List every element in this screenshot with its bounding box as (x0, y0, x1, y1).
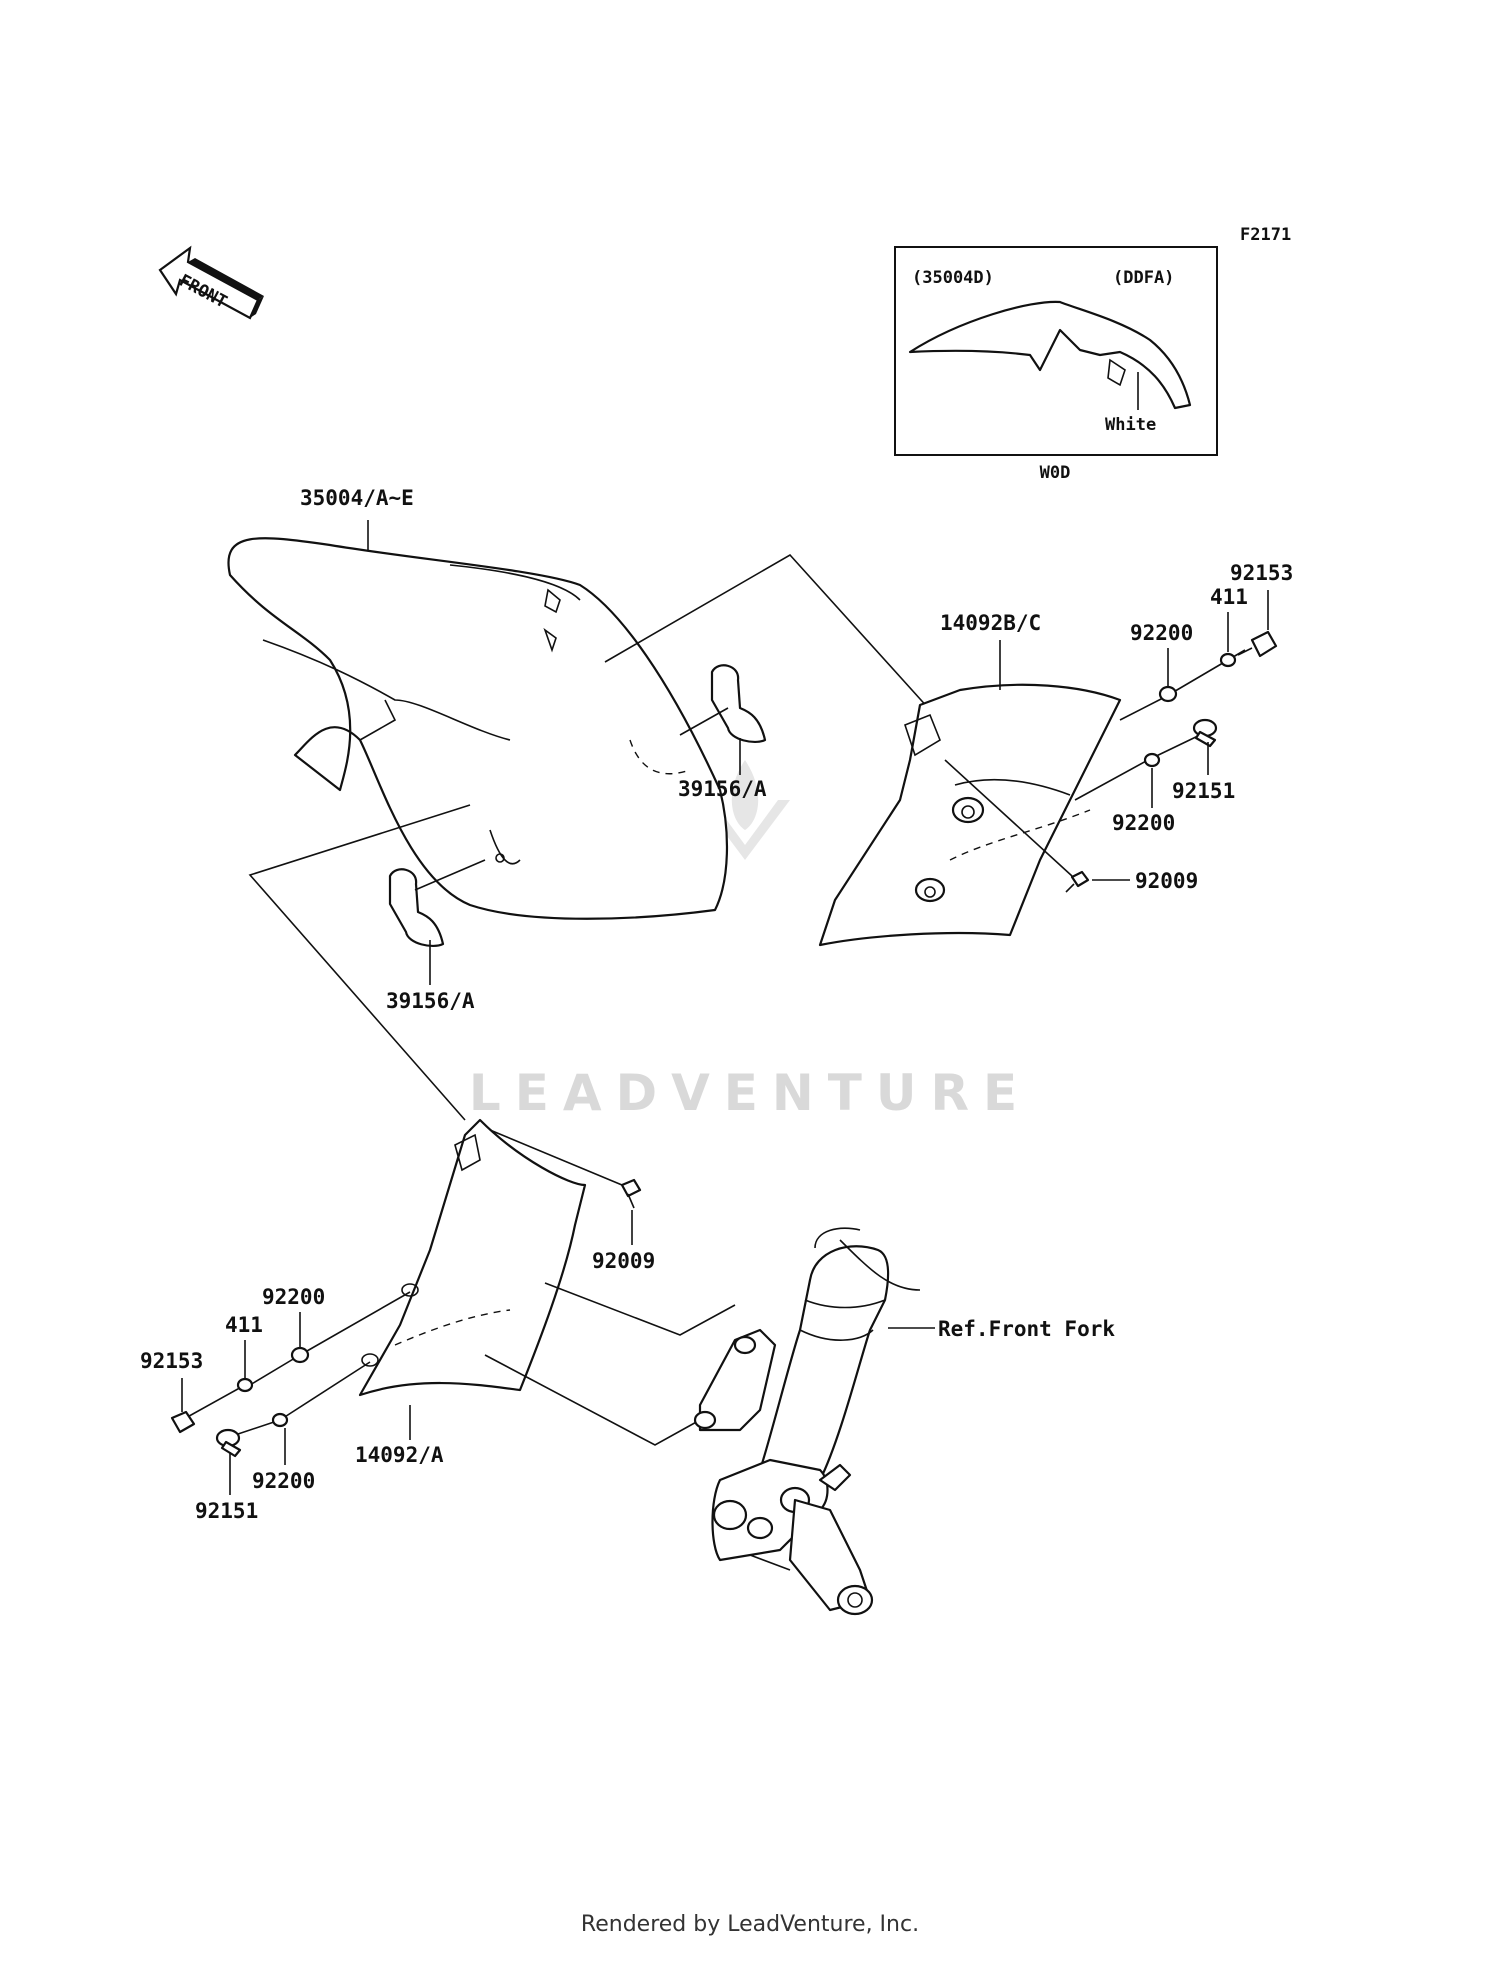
callout-washer-right-bottom: 92200 (1112, 811, 1175, 835)
cover-left (358, 1118, 587, 1397)
callout-front-fork: Ref.Front Fork (938, 1317, 1115, 1341)
inset-part-ref: (35004D) (912, 268, 994, 288)
callout-washer-right-top: 92200 (1130, 621, 1193, 645)
collar-left (236, 1377, 254, 1393)
callout-bolt-right-bottom: 92151 (1172, 779, 1235, 803)
front-arrow-icon: FRONT (158, 245, 264, 320)
cover-right (818, 683, 1122, 947)
callout-bolt-right-top: 92153 (1230, 561, 1293, 585)
callout-collar-left: 411 (225, 1313, 263, 1337)
callout-clip-lower: 39156/A (386, 989, 475, 1013)
front-fender (227, 537, 729, 920)
callout-fender: 35004/A~E (300, 486, 414, 510)
footer-credit: Rendered by LeadVenture, Inc. (580, 1912, 920, 1937)
callout-clip-upper: 39156/A (678, 777, 767, 801)
clip-lower (388, 868, 445, 948)
diagram-code: F2171 (1240, 225, 1291, 245)
callout-bolt-left-top: 92153 (140, 1349, 203, 1373)
watermark-text: LEADVENTURE (469, 1064, 1031, 1122)
washer-right-bottom (1143, 752, 1161, 768)
callout-collar-right: 411 (1210, 585, 1248, 609)
inset-fender (908, 300, 1192, 410)
screw-right (1065, 870, 1090, 893)
washer-left-top (290, 1346, 310, 1364)
callout-screw-left: 92009 (592, 1249, 655, 1273)
screw-left (620, 1178, 642, 1209)
washer-right-top (1158, 685, 1178, 703)
callout-cover-right: 14092B/C (940, 611, 1041, 635)
callout-bolt-left-bottom: 92151 (195, 1499, 258, 1523)
callout-washer-left-bottom: 92200 (252, 1469, 315, 1493)
front-fork (693, 1227, 921, 1616)
callout-washer-left-top: 92200 (262, 1285, 325, 1309)
bolt-left-bottom (215, 1428, 242, 1458)
watermark: LEADVENTURE (469, 760, 1031, 1122)
bolt-right-bottom (1192, 718, 1218, 748)
callout-cover-left: 14092/A (355, 1443, 444, 1467)
washer-left-bottom (271, 1412, 289, 1428)
callout-screw-right: 92009 (1135, 869, 1198, 893)
bolt-left-top (170, 1410, 196, 1434)
inset-caption: W0D (1040, 463, 1071, 483)
inset-color-code: (DDFA) (1113, 268, 1174, 288)
inset-box: (35004D) (DDFA) White W0D (894, 246, 1218, 483)
collar-right (1219, 652, 1237, 668)
bolt-right-top (1237, 630, 1278, 658)
inset-color-label: White (1105, 415, 1156, 435)
clip-upper (710, 664, 767, 744)
